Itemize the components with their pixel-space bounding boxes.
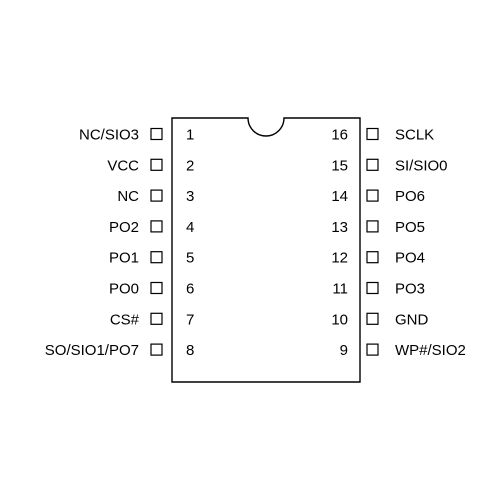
pin-name-14: PO6 (395, 188, 425, 205)
pin-number-1: 1 (186, 127, 194, 144)
pin-number-15: 15 (331, 157, 348, 174)
pin-pad-6 (150, 281, 163, 295)
pin-pad-2 (150, 158, 163, 171)
pin-number-5: 5 (186, 250, 194, 267)
left-pin-6: PO0 6 (109, 281, 194, 298)
pin-number-13: 13 (331, 219, 348, 236)
pin-pad-3 (150, 189, 163, 202)
pin-number-2: 2 (186, 157, 194, 174)
pin-number-10: 10 (331, 311, 348, 328)
pin-pad-14 (366, 189, 379, 202)
right-pin-10: GND 10 (331, 311, 428, 328)
pin-pad-16 (366, 127, 379, 141)
pin-pad-10 (366, 312, 379, 325)
pin-name-11: PO3 (395, 281, 425, 298)
pin-pad-4 (150, 220, 163, 233)
pin-name-6: PO0 (109, 281, 139, 298)
pin-number-6: 6 (186, 281, 194, 298)
right-pin-9: WP#/SIO2 9 (340, 342, 466, 359)
pin-name-16: SCLK (395, 127, 434, 144)
pin-number-14: 14 (331, 188, 348, 205)
left-pin-8: SO/SIO1/PO7 8 (45, 342, 195, 359)
left-pin-3: NC 3 (117, 188, 194, 205)
right-pin-15: SI/SIO0 15 (331, 157, 447, 174)
right-pin-13: PO5 13 (331, 219, 425, 236)
pin-name-7: CS# (110, 311, 140, 328)
pin-name-4: PO2 (109, 219, 139, 236)
pin-number-16: 16 (331, 127, 348, 144)
pin-name-13: PO5 (395, 219, 425, 236)
pin-number-8: 8 (186, 342, 194, 359)
pin-pad-7 (150, 312, 163, 325)
pin-name-10: GND (395, 311, 429, 328)
pin-number-3: 3 (186, 188, 194, 205)
pin-number-11: 11 (332, 281, 348, 298)
pin-name-9: WP#/SIO2 (395, 342, 466, 359)
right-pin-11: PO3 11 (332, 281, 425, 298)
pin-pad-13 (366, 220, 379, 233)
pin-name-8: SO/SIO1/PO7 (45, 342, 139, 359)
pin-name-5: PO1 (109, 250, 139, 267)
left-pin-2: VCC 2 (107, 157, 194, 174)
right-pin-14: PO6 14 (331, 188, 425, 205)
left-pin-7: CS# 7 (110, 311, 195, 328)
pin-pad-12 (366, 251, 379, 264)
pin-pad-8 (150, 343, 163, 356)
pin-number-12: 12 (331, 250, 348, 267)
pin-pad-1 (150, 127, 163, 141)
left-pin-1: NC/SIO3 1 (79, 127, 194, 144)
right-pin-16: SCLK 16 (331, 127, 434, 144)
pin-name-3: NC (117, 188, 139, 205)
pin-name-12: PO4 (395, 250, 425, 267)
pin-pad-5 (150, 251, 163, 264)
pin-number-9: 9 (340, 342, 348, 359)
ic-package-body (171, 117, 361, 383)
pin-number-4: 4 (186, 219, 194, 236)
pin-name-1: NC/SIO3 (79, 127, 139, 144)
left-pin-5: PO1 5 (109, 250, 194, 267)
pin-pad-9 (366, 343, 379, 356)
pin-pad-15 (366, 158, 379, 171)
left-pin-4: PO2 4 (109, 219, 194, 236)
pin-number-7: 7 (186, 311, 194, 328)
pin-pad-11 (366, 281, 379, 295)
pin-name-2: VCC (107, 157, 139, 174)
right-pin-12: PO4 12 (331, 250, 425, 267)
pin-name-15: SI/SIO0 (395, 157, 448, 174)
